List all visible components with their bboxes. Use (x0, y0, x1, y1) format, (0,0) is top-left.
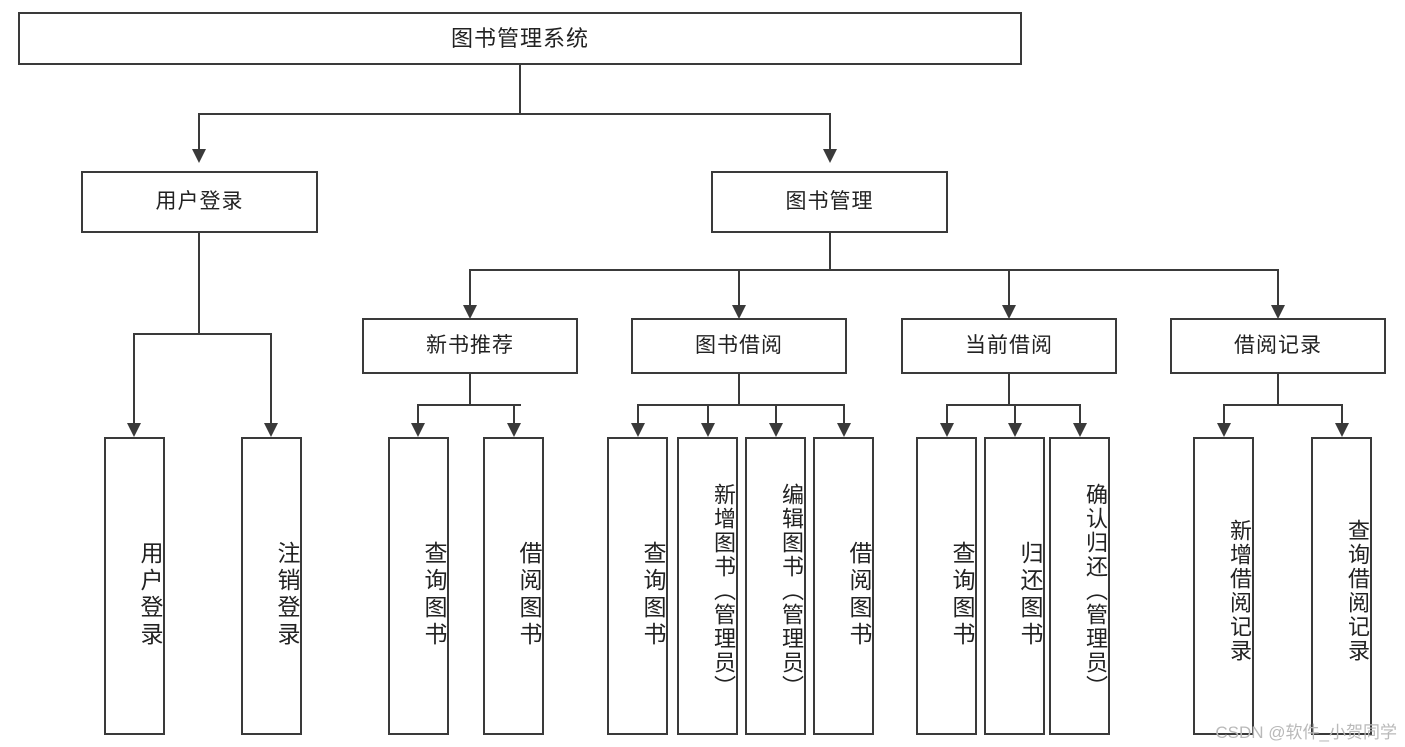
arrow-to-leaf-user-login (127, 423, 141, 437)
connector-root-to-user-login (198, 113, 200, 149)
node-book-management[interactable]: 图书管理 (711, 171, 948, 233)
connector-user-login-stem (198, 233, 200, 334)
arrow-bb-leaf-4 (837, 423, 851, 437)
leaf-cb-query-book[interactable]: 查询图书 (916, 437, 977, 735)
connector-current-borrow-bus (946, 404, 1080, 406)
connector-user-login-bus (133, 333, 270, 335)
connector-user-login-leaf-1 (133, 333, 135, 423)
connector-bb-leaf-1 (637, 404, 639, 423)
node-borrow-record[interactable]: 借阅记录 (1170, 318, 1386, 374)
connector-root-bus (198, 113, 831, 115)
leaf-br-query-record[interactable]: 查询借阅记录 (1311, 437, 1372, 735)
leaf-br-add-record[interactable]: 新增借阅记录 (1193, 437, 1254, 735)
connector-nbr-leaf-2 (513, 404, 515, 423)
connector-book-borrow-stem (738, 374, 740, 405)
connector-cb-leaf-1 (946, 404, 948, 423)
arrow-to-borrow-record (1271, 305, 1285, 319)
arrow-cb-leaf-1 (940, 423, 954, 437)
connector-new-book-recommend-stem (469, 374, 471, 405)
connector-level3-bus (469, 269, 1278, 271)
connector-to-current-borrow (1008, 269, 1010, 305)
connector-new-book-recommend-bus (417, 404, 521, 406)
connector-book-management-stem (829, 233, 831, 270)
connector-current-borrow-stem (1008, 374, 1010, 405)
leaf-cb-return-book[interactable]: 归还图书 (984, 437, 1045, 735)
arrow-to-book-borrow (732, 305, 746, 319)
connector-to-book-borrow (738, 269, 740, 305)
connector-bb-leaf-3 (775, 404, 777, 423)
arrow-br-leaf-1 (1217, 423, 1231, 437)
arrow-nbr-leaf-2 (507, 423, 521, 437)
arrow-to-user-login (192, 149, 206, 163)
leaf-user-login[interactable]: 用户登录 (104, 437, 165, 735)
connector-root-stem (519, 65, 521, 114)
arrow-to-book-management (823, 149, 837, 163)
connector-borrow-record-bus (1223, 404, 1342, 406)
connector-user-login-leaf-2 (270, 333, 272, 423)
leaf-bb-borrow-book[interactable]: 借阅图书 (813, 437, 874, 735)
connector-to-new-book-recommend (469, 269, 471, 305)
connector-bb-leaf-2 (707, 404, 709, 423)
node-new-book-recommend[interactable]: 新书推荐 (362, 318, 578, 374)
node-current-borrow[interactable]: 当前借阅 (901, 318, 1117, 374)
node-root-book-management-system[interactable]: 图书管理系统 (18, 12, 1022, 65)
leaf-nbr-query-book[interactable]: 查询图书 (388, 437, 449, 735)
connector-cb-leaf-3 (1079, 404, 1081, 423)
arrow-to-new-book-recommend (463, 305, 477, 319)
connector-root-to-book-management (829, 113, 831, 149)
leaf-bb-edit-book-admin[interactable]: 编辑图书（管理员） (745, 437, 806, 735)
connector-borrow-record-stem (1277, 374, 1279, 405)
connector-book-borrow-bus (637, 404, 844, 406)
connector-br-leaf-1 (1223, 404, 1225, 423)
arrow-br-leaf-2 (1335, 423, 1349, 437)
arrow-bb-leaf-1 (631, 423, 645, 437)
arrow-bb-leaf-2 (701, 423, 715, 437)
arrow-nbr-leaf-1 (411, 423, 425, 437)
watermark-text: CSDN @软件_小贺同学 (1215, 723, 1397, 742)
connector-nbr-leaf-1 (417, 404, 419, 423)
leaf-cb-confirm-return-admin[interactable]: 确认归还（管理员） (1049, 437, 1110, 735)
arrow-bb-leaf-3 (769, 423, 783, 437)
arrow-cb-leaf-2 (1008, 423, 1022, 437)
connector-br-leaf-2 (1341, 404, 1343, 423)
connector-bb-leaf-4 (843, 404, 845, 423)
node-user-login[interactable]: 用户登录 (81, 171, 318, 233)
node-book-borrow[interactable]: 图书借阅 (631, 318, 847, 374)
arrow-to-current-borrow (1002, 305, 1016, 319)
leaf-bb-query-book[interactable]: 查询图书 (607, 437, 668, 735)
arrow-cb-leaf-3 (1073, 423, 1087, 437)
leaf-bb-add-book-admin[interactable]: 新增图书（管理员） (677, 437, 738, 735)
connector-cb-leaf-2 (1014, 404, 1016, 423)
leaf-nbr-borrow-book[interactable]: 借阅图书 (483, 437, 544, 735)
connector-to-borrow-record (1277, 269, 1279, 305)
leaf-logout[interactable]: 注销登录 (241, 437, 302, 735)
arrow-to-leaf-logout (264, 423, 278, 437)
